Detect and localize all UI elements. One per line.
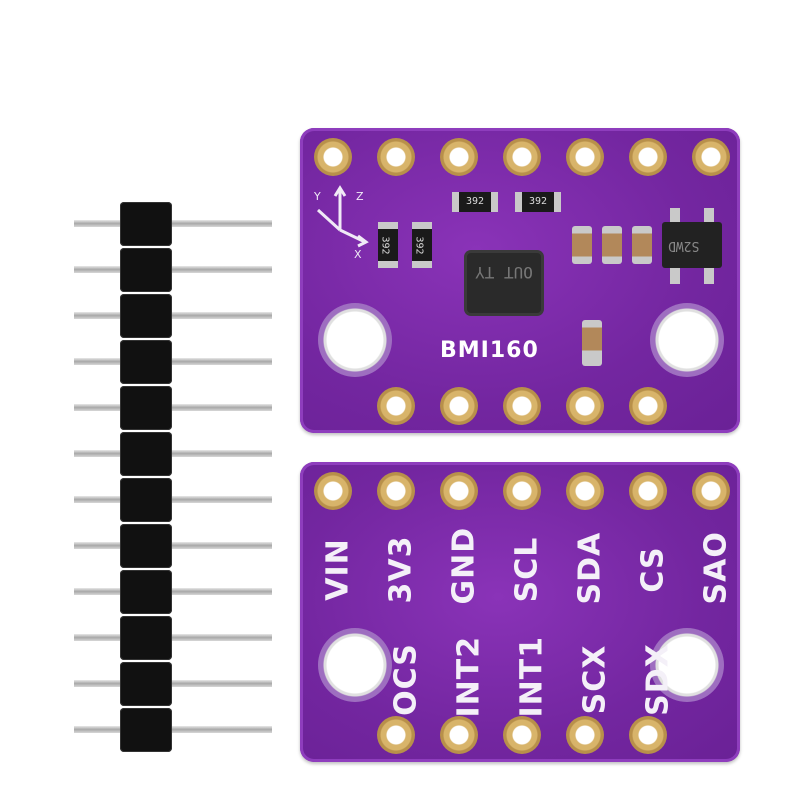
header-pin (74, 450, 272, 457)
resistor (412, 222, 432, 268)
voltage-regulator (662, 222, 722, 268)
pad (566, 716, 604, 754)
pad (440, 387, 478, 425)
header-pin (74, 680, 272, 687)
pad (503, 138, 541, 176)
resistor (378, 222, 398, 268)
pin-label-vin: VIN (320, 538, 356, 601)
axis-label-x: X (354, 248, 362, 260)
header-pin (74, 358, 272, 365)
regulator-pin (670, 208, 680, 224)
capacitor (602, 226, 622, 264)
chip-marking: OUT TY (475, 263, 533, 282)
axis-label-z: Z (356, 190, 364, 203)
pad (377, 472, 415, 510)
pcb-label-side (300, 462, 740, 762)
mounting-hole (318, 628, 392, 702)
header-block (120, 294, 172, 338)
pad (377, 138, 415, 176)
pad (566, 387, 604, 425)
pad (314, 472, 352, 510)
pad (692, 472, 730, 510)
header-pin (74, 542, 272, 549)
pad (566, 138, 604, 176)
header-pin (74, 726, 272, 733)
header-pin (74, 266, 272, 273)
header-block (120, 248, 172, 292)
header-block (120, 616, 172, 660)
capacitor (572, 226, 592, 264)
pin-label-int1: INT1 (514, 635, 550, 718)
pin-label-sda: SDA (572, 531, 608, 605)
pad (314, 138, 352, 176)
pin-label-int2: INT2 (451, 635, 487, 718)
bmi160-sensor-chip: OUT TY (467, 253, 541, 313)
header-block (120, 340, 172, 384)
pin-label-sao: SAO (698, 531, 734, 605)
header-block (120, 202, 172, 246)
pad (692, 138, 730, 176)
pad (629, 716, 667, 754)
mounting-hole (650, 628, 724, 702)
header-block (120, 708, 172, 752)
pin-label-ocs: OCS (388, 643, 424, 716)
pad (503, 716, 541, 754)
pin-label-scl: SCL (509, 536, 545, 603)
header-pin (74, 404, 272, 411)
header-block (120, 662, 172, 706)
mounting-hole (650, 303, 724, 377)
pin-label-gnd: GND (446, 526, 482, 605)
pad (503, 387, 541, 425)
axis-icon: Y Z X (313, 185, 369, 260)
pin-label-3v3: 3V3 (383, 535, 419, 604)
regulator-pin (704, 268, 714, 284)
resistor-marking: 392 (379, 236, 391, 255)
resistor-marking: 392 (529, 196, 548, 207)
pad (629, 138, 667, 176)
capacitor (582, 320, 602, 366)
header-pin (74, 588, 272, 595)
pad (440, 472, 478, 510)
header-pin (74, 312, 272, 319)
resistor (452, 192, 498, 212)
header-block (120, 524, 172, 568)
pad (440, 138, 478, 176)
brand-label: BMI160 (440, 338, 539, 363)
resistor-marking: 392 (413, 236, 425, 255)
header-block (120, 432, 172, 476)
pad (377, 387, 415, 425)
header-pin (74, 496, 272, 503)
capacitor (632, 226, 652, 264)
resistor-marking: 392 (466, 196, 485, 207)
pad (566, 472, 604, 510)
header-block (120, 386, 172, 430)
header-pin (74, 220, 272, 227)
pad (377, 716, 415, 754)
resistor (515, 192, 561, 212)
pad (629, 472, 667, 510)
regulator-pin (670, 268, 680, 284)
mounting-hole (318, 303, 392, 377)
axis-label-y: Y (313, 190, 321, 203)
pin-label-cs: CS (635, 546, 671, 593)
header-block (120, 570, 172, 614)
pad (629, 387, 667, 425)
pad (503, 472, 541, 510)
pin-label-scx: SCX (577, 644, 613, 715)
header-pin (74, 634, 272, 641)
pin-header (74, 202, 272, 752)
header-block (120, 478, 172, 522)
pin-label-sdx: SDX (640, 643, 676, 716)
regulator-pin (704, 208, 714, 224)
pad (440, 716, 478, 754)
regulator-marking: S2WD (668, 238, 700, 253)
